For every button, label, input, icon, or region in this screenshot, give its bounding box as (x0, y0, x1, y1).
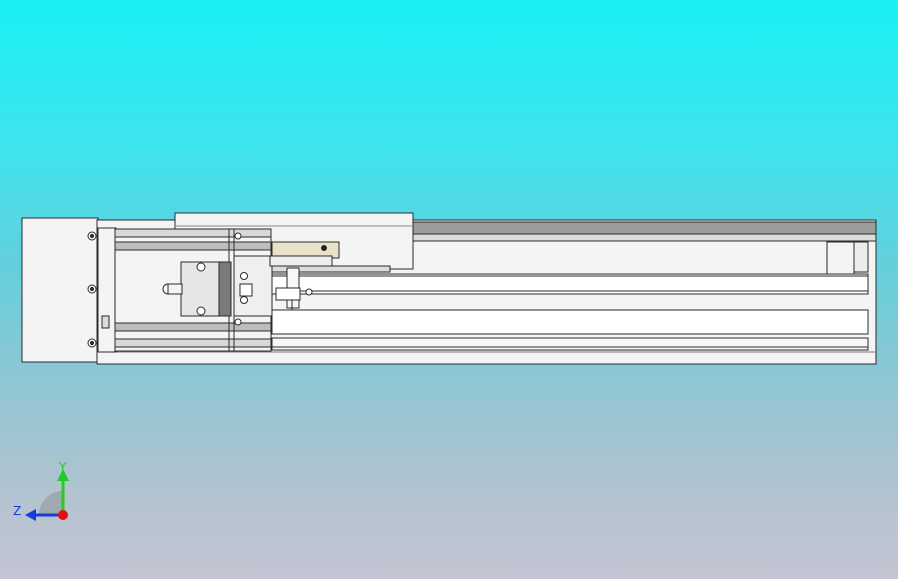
orientation-triad[interactable]: Y Z (10, 455, 80, 530)
triad-arc (39, 491, 63, 515)
y-axis-label: Y (58, 460, 67, 474)
z-axis-label: Z (13, 504, 21, 518)
x-axis-origin-icon (58, 510, 68, 520)
end-stop-block (826, 241, 855, 275)
y-axis-arrow-icon (57, 469, 69, 481)
top-rail-groove (411, 221, 877, 235)
motor-end-cap (21, 217, 99, 363)
motor-flange (97, 227, 117, 353)
z-axis-arrow-icon (25, 509, 36, 521)
